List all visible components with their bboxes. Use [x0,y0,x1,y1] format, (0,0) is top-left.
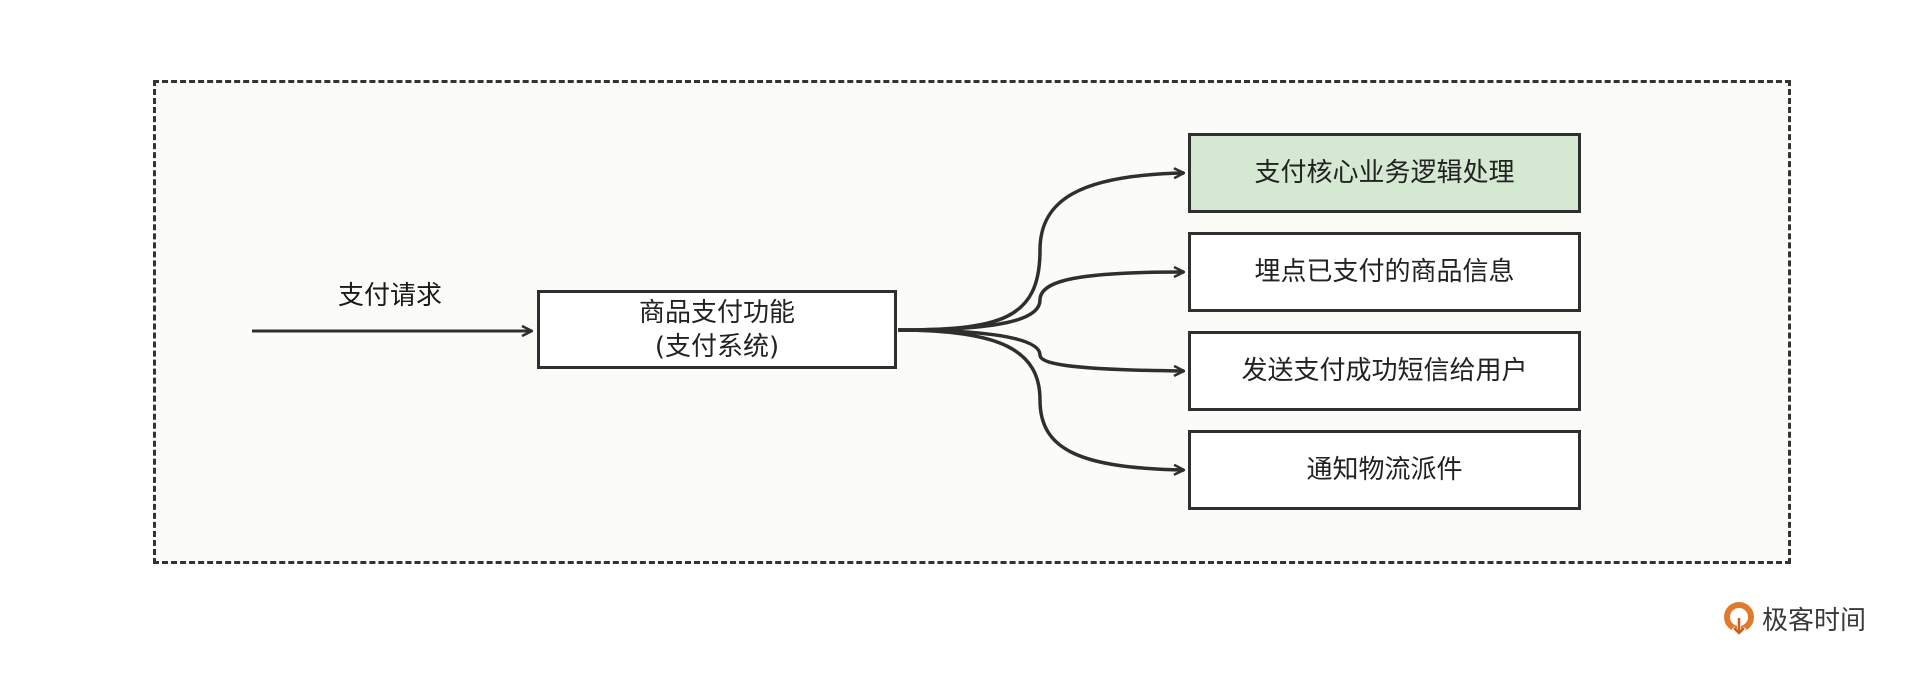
target-node-label: 发送支付成功短信给用户 [1241,356,1528,386]
target-node-label: 通知物流派件 [1306,455,1463,485]
geektime-logo-icon [1724,601,1754,636]
target-node-label: 埋点已支付的商品信息 [1254,257,1515,287]
brand-watermark: 极客时间 [1722,600,1866,637]
payment-request-label: 支付请求 [337,281,442,311]
payment-system-title: 商品支付功能 [638,297,795,328]
payment-system-node: 商品支付功能 (支付系统) [537,290,897,369]
brand-name: 极客时间 [1762,606,1867,636]
target-node-tracking: 埋点已支付的商品信息 [1188,232,1581,312]
target-node-core-logic: 支付核心业务逻辑处理 [1188,133,1581,213]
payment-system-subtitle: (支付系统) [654,331,780,362]
target-node-sms: 发送支付成功短信给用户 [1188,331,1581,411]
target-node-logistics: 通知物流派件 [1188,430,1581,510]
target-node-label: 支付核心业务逻辑处理 [1254,158,1515,188]
